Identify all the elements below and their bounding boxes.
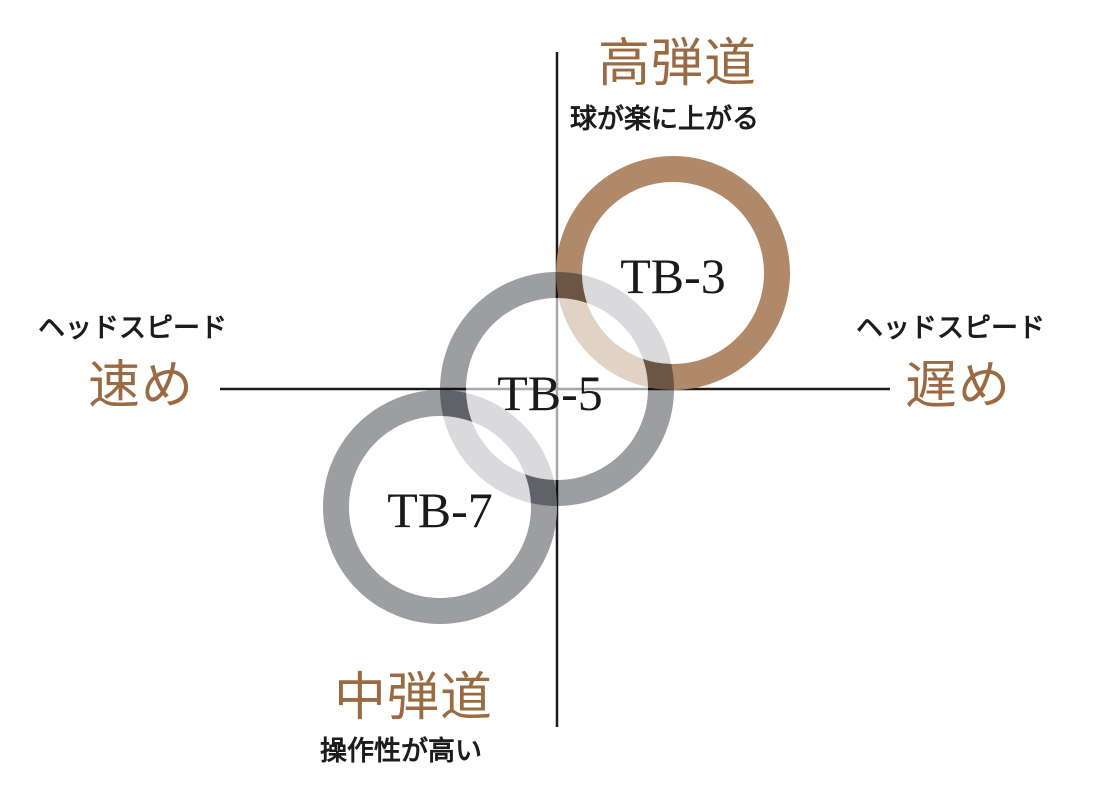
right-axis-title: 遅め: [905, 356, 1012, 416]
left-axis-subtitle: ヘッドスピード: [38, 313, 227, 344]
left-axis-title: 速め: [88, 356, 195, 416]
label-tb7: TB-7: [387, 482, 493, 538]
top-axis-subtitle: 球が楽に上がる: [570, 104, 759, 135]
right-axis-subtitle: ヘッドスピード: [856, 313, 1045, 344]
label-tb5: TB-5: [497, 365, 603, 421]
tb7-interior: [349, 416, 531, 598]
top-axis-title: 高弾道: [598, 34, 758, 94]
tb5-interior: [466, 298, 648, 480]
tb3-interior: [582, 182, 764, 364]
ring-tb7: [323, 390, 557, 624]
bottom-axis-title: 中弾道: [334, 668, 494, 728]
label-tb3: TB-3: [620, 248, 726, 304]
bottom-axis-subtitle: 操作性が高い: [320, 736, 482, 767]
ring-tb5: [440, 272, 674, 506]
